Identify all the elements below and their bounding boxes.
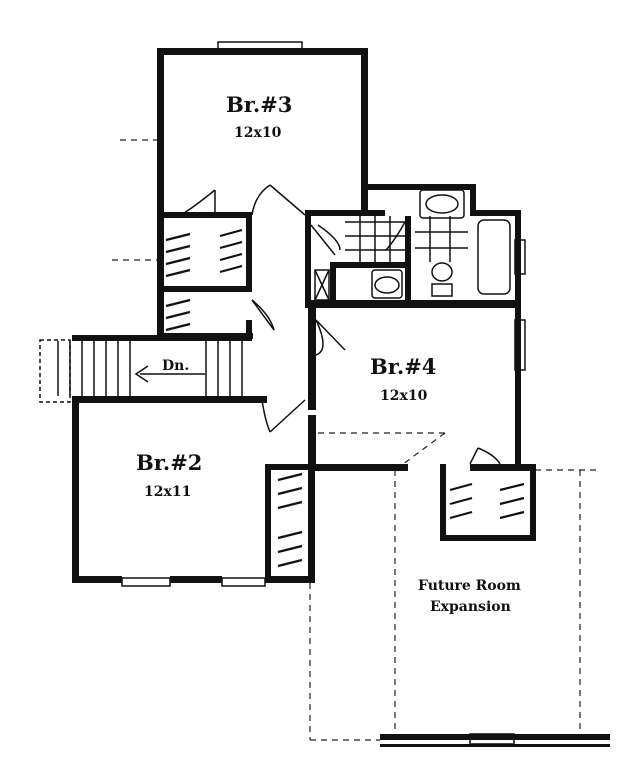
br3-size: 12x10 <box>234 125 282 141</box>
future-room-label-line2: Expansion <box>430 599 511 615</box>
stairs <box>39 339 243 403</box>
door-swings <box>184 184 501 465</box>
windows <box>121 41 526 745</box>
br3-label: Br.#3 <box>226 92 292 117</box>
walls <box>72 48 610 747</box>
closet-hatching <box>165 228 525 568</box>
br4-label: Br.#4 <box>370 354 436 379</box>
future-room-outline <box>112 139 600 741</box>
stair-down-label: Dn. <box>162 358 189 374</box>
future-room-label-line1: Future Room <box>418 578 521 594</box>
bath-fixtures <box>314 189 511 301</box>
br4-size: 12x10 <box>380 388 428 404</box>
bath-tile-grid <box>345 216 468 262</box>
br2-label: Br.#2 <box>136 450 202 475</box>
br2-size: 12x11 <box>144 484 191 500</box>
